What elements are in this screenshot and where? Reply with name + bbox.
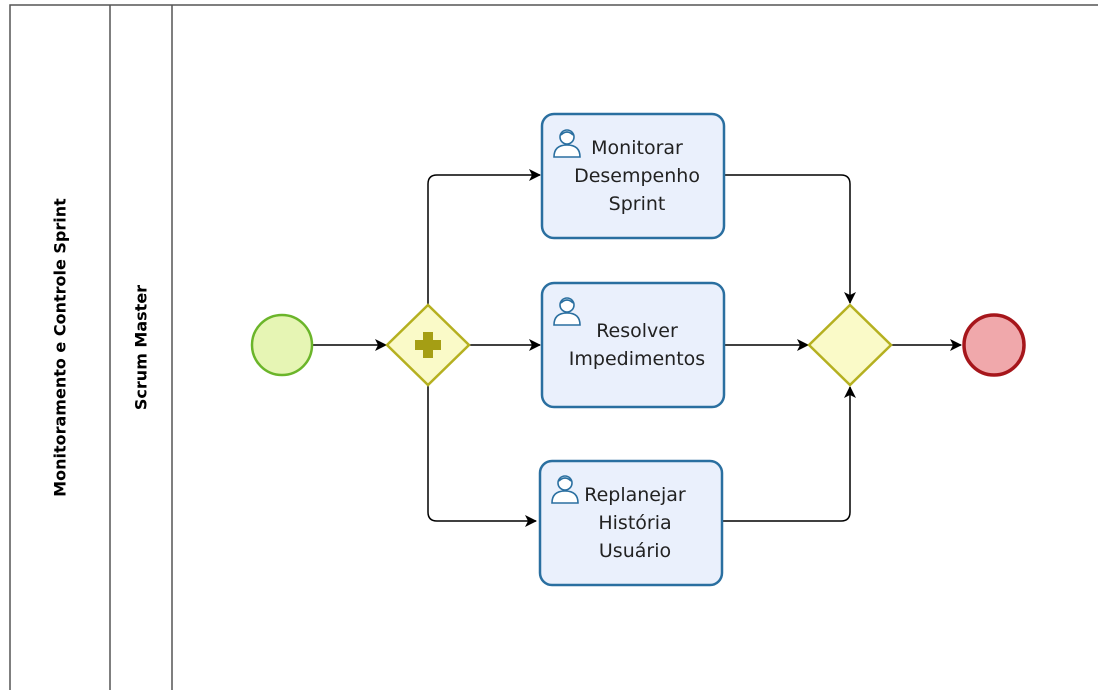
task-resolver-impedimentos[interactable] (540, 281, 726, 409)
pool-border (9, 4, 1098, 690)
flow-split-to-replanejar (427, 385, 537, 527)
pool-label: Monitoramento e Controle Sprint (50, 198, 70, 497)
user-icon (553, 297, 581, 326)
task-label: Replanejar História Usuário (584, 484, 686, 562)
flow-split-to-monitorar (427, 169, 541, 305)
user-icon (553, 129, 581, 158)
task-label: Monitorar Desempenho Sprint (574, 137, 700, 215)
plus-icon (415, 332, 441, 358)
flow-monitorar-to-join (724, 174, 856, 304)
exclusive-gateway[interactable] (807, 303, 893, 387)
lane-label: Scrum Master (131, 284, 151, 411)
task-replanejar-historia-usuario[interactable] (538, 459, 724, 587)
start-event[interactable] (250, 313, 314, 377)
end-event[interactable] (962, 313, 1026, 377)
task-label: Resolver Impedimentos (568, 320, 706, 370)
user-icon (551, 475, 579, 504)
task-monitorar-desempenho-sprint[interactable] (540, 112, 726, 240)
flow-replanejar-to-join (722, 386, 856, 522)
